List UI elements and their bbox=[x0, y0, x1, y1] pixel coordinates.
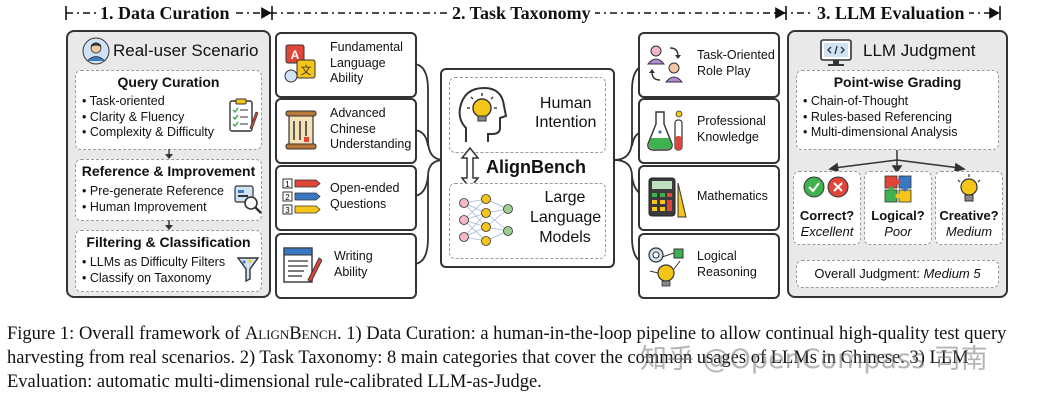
translate-icon-letter-wen: 文 bbox=[301, 63, 312, 77]
task-label-advanced-chinese: Advanced Chinese Understanding bbox=[330, 106, 412, 151]
overall-judgment: Overall Judgment: Medium 5 bbox=[797, 266, 998, 281]
alignbench-title: AlignBench bbox=[486, 157, 587, 177]
list-item: Chain-of-Thought bbox=[803, 94, 957, 110]
arrow-down-1 bbox=[165, 149, 173, 159]
caption-body: . 1) Data Curation: a human-in-the-loop … bbox=[7, 324, 1007, 392]
task-label-fundamental-language: Fundamental Language Ability bbox=[330, 40, 403, 85]
llm-evaluation-panel: LLM Judgment Point-wise Grading Chain-of… bbox=[787, 30, 1008, 298]
magnifier-icon bbox=[234, 184, 262, 214]
neural-network-icon bbox=[459, 194, 513, 246]
puzzle-icon bbox=[884, 175, 912, 203]
data-curation-panel: Real-user Scenario Query Curation Task-o… bbox=[66, 30, 271, 298]
task-card-professional: Professional Knowledge bbox=[638, 98, 780, 164]
calculator-icon bbox=[646, 175, 688, 221]
alignbench-box: Human Intention AlignBench Large L bbox=[440, 68, 615, 268]
lightbulb-icon bbox=[957, 174, 981, 202]
llm-judgment-title: LLM Judgment bbox=[863, 41, 976, 60]
task-label-logical: Logical Reasoning bbox=[697, 249, 757, 279]
llm-label: Large Language Models bbox=[530, 189, 602, 246]
list-item: LLMs as Difficulty Filters bbox=[82, 255, 225, 271]
numbered-list-digit: 3 bbox=[285, 206, 290, 215]
user-avatar-icon bbox=[82, 37, 110, 65]
list-item: Complexity & Difficulty bbox=[82, 125, 214, 141]
overall-judgment-box: Overall Judgment: Medium 5 bbox=[796, 260, 999, 288]
head-lightbulb-icon bbox=[456, 84, 508, 146]
numbered-list-icon: 1 2 3 bbox=[282, 176, 322, 218]
filtering-title: Filtering & Classification bbox=[86, 234, 251, 250]
header-task-taxonomy: 2. Task Taxonomy bbox=[448, 3, 595, 24]
task-card-mathematics: Mathematics bbox=[638, 165, 780, 231]
filtering-box: Filtering & Classification LLMs as Diffi… bbox=[75, 230, 262, 292]
task-card-writing: Writing Ability bbox=[275, 233, 417, 299]
list-item: Rules-based Referencing bbox=[803, 110, 957, 126]
judgment-correct: Correct? Excellent bbox=[793, 171, 861, 245]
writing-icon bbox=[282, 244, 322, 286]
pointwise-list: Chain-of-Thought Rules-based Referencing… bbox=[803, 94, 958, 141]
list-item: Task-oriented bbox=[82, 94, 214, 110]
checklist-icon bbox=[228, 98, 258, 134]
task-card-open-ended: 1 2 3 Open-ended Questions bbox=[275, 165, 417, 231]
filtering-list: LLMs as Difficulty Filters Classify on T… bbox=[82, 255, 225, 286]
query-curation-title: Query Curation bbox=[117, 74, 220, 90]
scroll-icon bbox=[283, 108, 319, 152]
judgment-logical: Logical? Poor bbox=[864, 171, 932, 245]
flask-icon bbox=[646, 108, 690, 154]
task-card-advanced-chinese: Advanced Chinese Understanding bbox=[275, 98, 417, 164]
check-cross-icon bbox=[803, 176, 849, 198]
translate-icon: A 文 bbox=[283, 42, 319, 86]
overall-judgment-label: Overall Judgment: bbox=[814, 266, 924, 281]
list-item: Pre-generate Reference bbox=[82, 184, 224, 200]
task-label-mathematics: Mathematics bbox=[697, 189, 768, 203]
monitor-code-icon bbox=[820, 39, 852, 67]
header-llm-evaluation: 3. LLM Evaluation bbox=[813, 3, 969, 24]
reference-list: Pre-generate Reference Human Improvement bbox=[82, 184, 224, 215]
judgment-creative: Creative? Medium bbox=[935, 171, 1003, 245]
judgment-answer: Excellent bbox=[800, 224, 854, 239]
task-card-logical: Logical Reasoning bbox=[638, 233, 780, 299]
task-label-professional: Professional Knowledge bbox=[697, 114, 766, 144]
watermark: 知乎 @OpenCompass 司南 bbox=[640, 344, 988, 375]
llm-box: Large Language Models bbox=[449, 183, 606, 259]
header-data-curation: 1. Data Curation bbox=[96, 3, 234, 24]
grading-arrows bbox=[828, 150, 966, 174]
numbered-list-digit: 2 bbox=[285, 193, 290, 202]
funnel-icon bbox=[236, 255, 260, 283]
overall-judgment-value: Medium 5 bbox=[923, 266, 981, 281]
task-card-role-play: Task-Oriented Role Play bbox=[638, 32, 780, 98]
translate-icon-letter-a: A bbox=[291, 48, 300, 62]
task-label-role-play: Task-Oriented Role Play bbox=[697, 48, 775, 78]
judgment-answer: Poor bbox=[884, 224, 912, 239]
judgment-answer: Medium bbox=[945, 224, 993, 239]
human-intention-label: Human Intention bbox=[535, 95, 597, 131]
judgment-question: Correct? bbox=[799, 208, 855, 223]
arrow-down-2 bbox=[165, 220, 173, 230]
reference-box: Reference & Improvement Pre-generate Ref… bbox=[75, 159, 262, 221]
query-curation-list: Task-oriented Clarity & Fluency Complexi… bbox=[82, 94, 214, 141]
pointwise-box: Point-wise Grading Chain-of-Thought Rule… bbox=[796, 70, 999, 150]
role-play-icon bbox=[646, 42, 684, 86]
real-user-scenario-title: Real-user Scenario bbox=[113, 41, 259, 60]
query-curation-box: Query Curation Task-oriented Clarity & F… bbox=[75, 70, 262, 150]
caption-name: AlignBench bbox=[244, 324, 337, 344]
judgment-question: Logical? bbox=[871, 208, 925, 223]
list-item: Clarity & Fluency bbox=[82, 110, 214, 126]
list-item: Multi-dimensional Analysis bbox=[803, 125, 958, 141]
list-item: Classify on Taxonomy bbox=[82, 271, 225, 287]
figure-caption: Figure 1: Overall framework of AlignBenc… bbox=[7, 322, 1057, 394]
task-card-fundamental-language: A 文 Fundamental Language Ability bbox=[275, 32, 417, 98]
caption-prefix: Figure 1: Overall framework of bbox=[7, 324, 245, 344]
human-intention-box: Human Intention bbox=[449, 77, 606, 153]
task-label-writing: Writing Ability bbox=[334, 249, 373, 279]
list-item: Human Improvement bbox=[82, 200, 224, 216]
pointwise-title: Point-wise Grading bbox=[833, 74, 962, 90]
task-label-open-ended: Open-ended Questions bbox=[330, 181, 400, 211]
reference-title: Reference & Improvement bbox=[81, 163, 256, 179]
judgment-question: Creative? bbox=[939, 208, 999, 223]
numbered-list-digit: 1 bbox=[285, 180, 290, 189]
logic-icon bbox=[646, 243, 686, 289]
